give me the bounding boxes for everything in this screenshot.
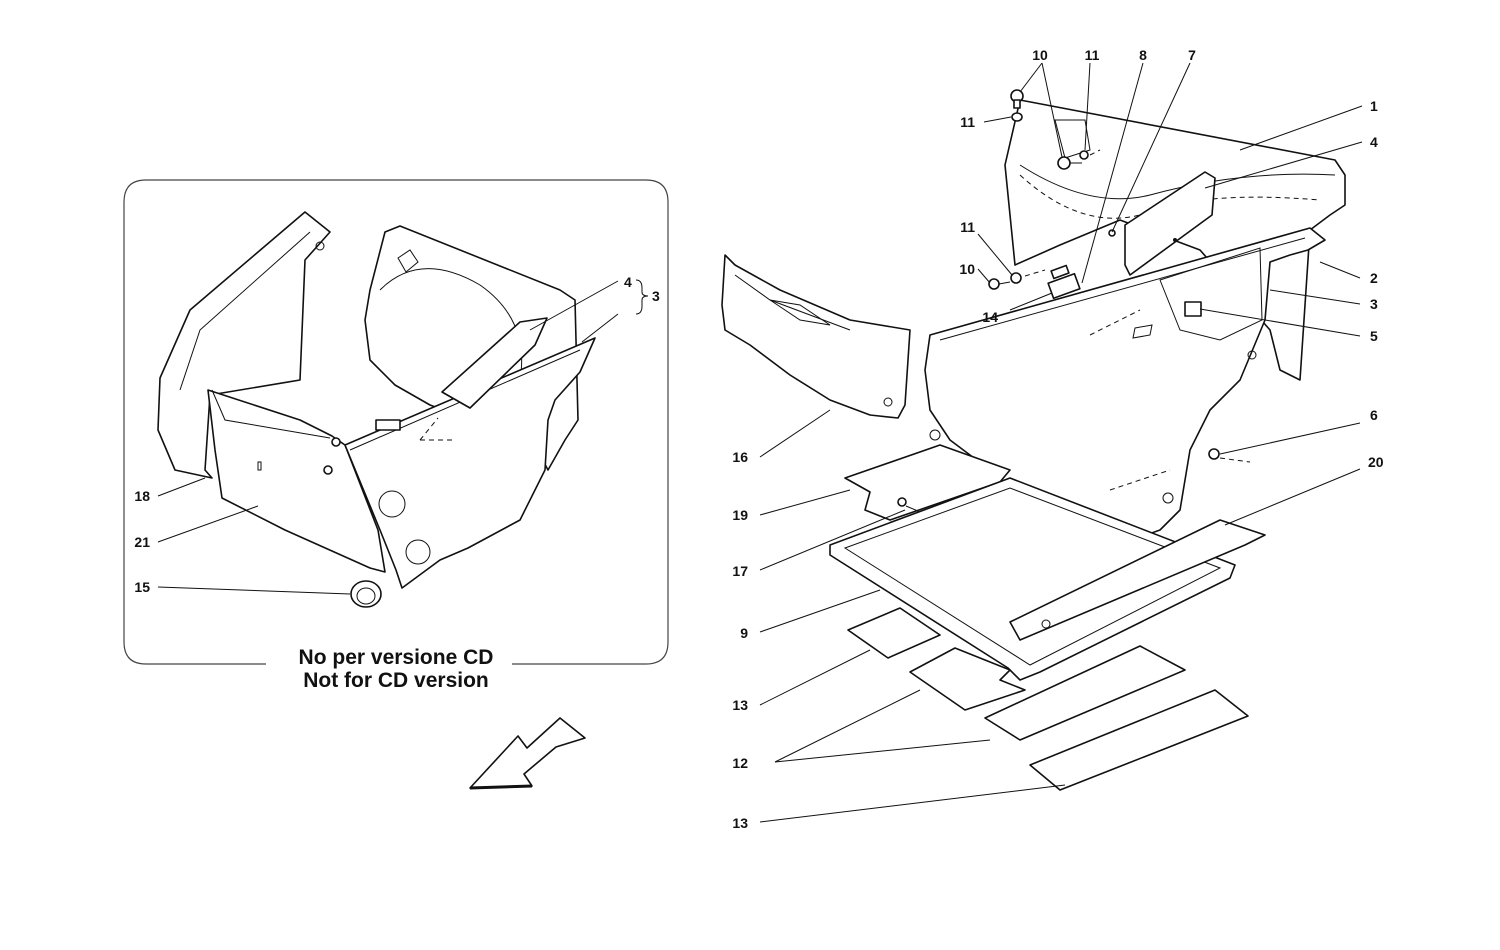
mat-13-bottom: [1029, 689, 1249, 791]
arrow-down-left-icon: [469, 717, 586, 790]
inset-frame: [123, 179, 669, 665]
tray-9: [829, 477, 1236, 681]
callout-10-top: 10: [1032, 47, 1048, 63]
callout-3: 3: [1370, 296, 1378, 312]
leader-inset-4: [529, 280, 619, 331]
callout-13-upper: 13: [732, 697, 748, 713]
leader-inset-15: [157, 586, 351, 595]
panel-16: [721, 254, 911, 419]
inset-inner-panel-21: [207, 389, 386, 573]
inset-clip: [375, 419, 401, 431]
hook-5: [1184, 301, 1202, 317]
callout-16: 16: [732, 449, 748, 465]
leader-inset-3: [581, 313, 619, 343]
callout-19: 19: [732, 507, 748, 523]
callout-10-mid: 10: [959, 261, 975, 277]
mat-13-top: [847, 607, 941, 659]
fastener-set: [988, 89, 1251, 463]
inset-cover-4: [441, 317, 548, 409]
callout-inset-4: 4: [624, 274, 632, 290]
inset-panel: 4 3 18 21 15 No per versione CD Not for …: [123, 179, 669, 692]
clip-14: [1047, 272, 1081, 300]
callout-inset-21: 21: [134, 534, 150, 550]
leader-inset-21: [157, 505, 259, 543]
callout-11-top: 11: [1085, 47, 1100, 63]
callout-5: 5: [1370, 328, 1378, 344]
mat-12-upper: [909, 647, 1026, 711]
mat-12-lower: [984, 645, 1186, 741]
callout-inset-3: 3: [652, 288, 660, 304]
callout-7: 7: [1188, 47, 1196, 63]
strip-20: [1009, 519, 1266, 641]
callout-2: 2: [1370, 270, 1378, 286]
floor-plate-19: [844, 444, 1011, 521]
callout-20: 20: [1368, 454, 1384, 470]
main-panel: [924, 227, 1326, 561]
callout-1: 1: [1370, 98, 1378, 114]
callout-4: 4: [1370, 134, 1378, 150]
caption-english: Not for CD version: [303, 669, 489, 692]
callout-inset-18: 18: [134, 488, 150, 504]
callout-11-left: 11: [960, 114, 975, 130]
callout-9: 9: [740, 625, 748, 641]
callout-14: 14: [982, 309, 998, 325]
inset-side-panel-18: [157, 211, 331, 479]
callout-12: 12: [732, 755, 748, 771]
caption-italian: No per versione CD: [299, 646, 494, 669]
callout-11-mid: 11: [960, 219, 975, 235]
inset-grommet-15: [350, 580, 382, 608]
callout-13-lower: 13: [732, 815, 748, 831]
leader-inset-18: [157, 477, 206, 497]
main-assembly: 10 11 8 7 1 4 11 11 10 14 2 3 5 16 6 20 …: [721, 47, 1384, 831]
inset-main-panel: [344, 337, 596, 589]
cover-4: [1124, 171, 1216, 276]
callout-8: 8: [1139, 47, 1147, 63]
callout-6: 6: [1370, 407, 1378, 423]
callout-17: 17: [732, 563, 748, 579]
callout-inset-15: 15: [134, 579, 150, 595]
